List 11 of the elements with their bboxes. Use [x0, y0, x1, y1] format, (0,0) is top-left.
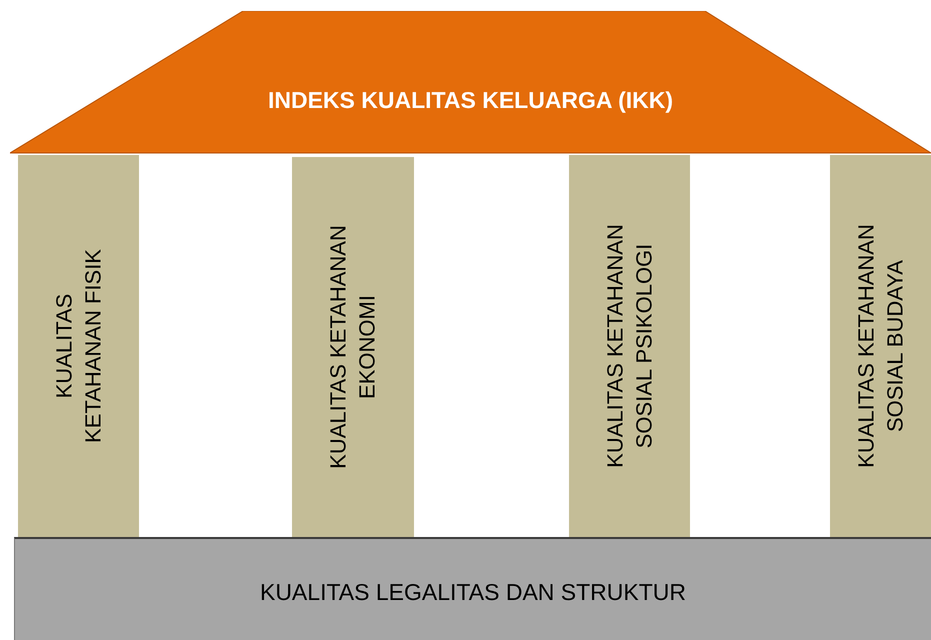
- pillar: [292, 157, 414, 537]
- pillar-label: KUALITAS KETAHANAN FISIK: [50, 248, 106, 445]
- pillar-label: KUALITAS KETAHANAN EKONOMI: [324, 224, 380, 470]
- pillar: [18, 155, 139, 537]
- pillar-label: KUALITAS KETAHANAN SOSIAL PSIKOLOGI: [600, 223, 656, 470]
- foundation-label: KUALITAS LEGALITAS DAN STRUKTUR: [258, 579, 688, 606]
- pillar: [830, 155, 931, 537]
- roof-title: INDEKS KUALITAS KELUARGA (IKK): [266, 87, 674, 114]
- foundation-base: [14, 537, 931, 640]
- pillar: [569, 155, 690, 537]
- pillar-label: KUALITAS KETAHANAN SOSIAL BUDAYA: [852, 223, 908, 470]
